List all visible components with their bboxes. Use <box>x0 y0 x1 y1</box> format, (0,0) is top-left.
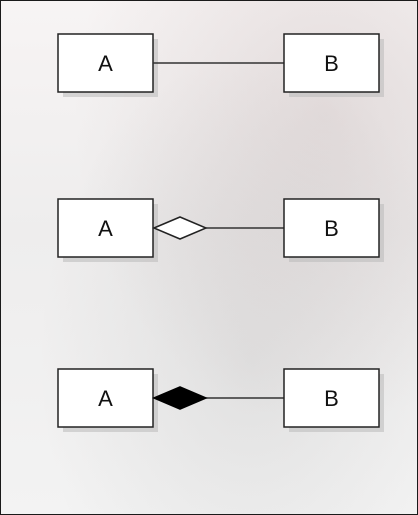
class-b-box <box>283 198 380 258</box>
class-b-label: B <box>324 51 339 76</box>
class-a-label: A <box>98 51 113 76</box>
class-b-box <box>283 33 380 93</box>
aggregation-row: A B <box>57 198 384 262</box>
class-b-box <box>283 368 380 428</box>
class-a-box <box>57 33 154 93</box>
hollow-diamond-icon <box>152 216 208 240</box>
class-a-label: A <box>98 216 113 241</box>
class-a-box <box>57 198 154 258</box>
class-b-label: B <box>324 386 339 411</box>
composition-row: A B <box>57 368 384 432</box>
filled-diamond-icon <box>152 386 208 410</box>
class-a-label: A <box>98 386 113 411</box>
class-b-label: B <box>324 216 339 241</box>
association-row: A B <box>57 33 384 97</box>
